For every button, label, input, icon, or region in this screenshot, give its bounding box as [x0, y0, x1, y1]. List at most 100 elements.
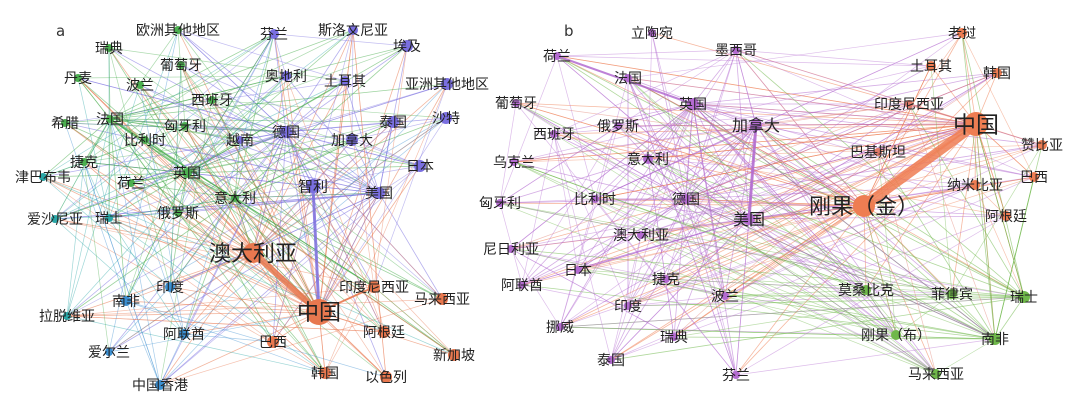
node-fenlan: [269, 29, 279, 39]
edge: [685, 72, 998, 200]
edge: [159, 298, 443, 386]
edge: [177, 172, 188, 214]
edge: [285, 75, 320, 313]
edge: [108, 47, 346, 82]
edge: [961, 32, 977, 125]
node-label-zhongguo: 中国: [297, 301, 341, 326]
node-label-agenting: 阿根廷: [363, 325, 405, 341]
edge: [513, 144, 1043, 163]
edge: [553, 133, 629, 307]
edge: [125, 125, 186, 302]
edge: [318, 192, 380, 313]
node-label-zhili: 智利: [298, 177, 328, 195]
edge: [285, 75, 380, 194]
edge: [610, 234, 642, 361]
edge: [521, 234, 642, 286]
edge: [312, 185, 443, 300]
node-ruishi: [105, 214, 113, 222]
node-label-jianada: 加拿大: [732, 116, 780, 135]
edge: [559, 296, 1025, 328]
edge: [373, 286, 385, 333]
node-label-deguo: 德国: [672, 192, 700, 208]
edge: [994, 296, 1025, 340]
node-label-danmai: 丹麦: [64, 71, 92, 87]
edge: [627, 295, 726, 307]
edge: [863, 205, 996, 340]
edge: [177, 212, 320, 313]
edge: [499, 102, 517, 204]
edge: [378, 192, 443, 300]
edge: [651, 32, 687, 200]
edge: [183, 311, 320, 335]
node-label-bolan: 波兰: [711, 289, 739, 305]
edge: [665, 49, 737, 280]
edge: [324, 83, 448, 374]
edge: [66, 131, 287, 317]
edge: [109, 118, 375, 288]
node-zhongguo: [306, 299, 332, 325]
node-label-nanfei: 南非: [981, 332, 1009, 348]
edge: [77, 77, 111, 120]
edge: [252, 131, 287, 254]
edge: [974, 184, 1007, 217]
node-label-namibia: 纳米比亚: [947, 178, 1003, 194]
edge: [66, 118, 111, 317]
node-label-aiji: 埃及: [393, 39, 421, 55]
edge: [647, 158, 996, 340]
node-bilishi: [591, 195, 599, 203]
node-label-xiongyali: 匈牙利: [164, 119, 206, 135]
edge: [748, 123, 977, 220]
edge: [627, 234, 642, 307]
node-yindu: [165, 282, 175, 292]
edge: [640, 198, 687, 236]
edge: [64, 122, 380, 194]
edge: [54, 218, 326, 374]
node-shate: [440, 112, 452, 124]
node-taiguo: [607, 356, 615, 364]
edge: [499, 124, 757, 204]
edge: [685, 72, 998, 200]
edge: [577, 198, 687, 271]
edge: [183, 333, 274, 343]
edge: [665, 278, 867, 291]
edge: [109, 118, 443, 300]
edge: [42, 33, 275, 178]
edge: [109, 118, 127, 302]
edge: [577, 184, 976, 271]
edge: [234, 197, 320, 313]
edge: [513, 65, 932, 163]
edge: [640, 103, 694, 236]
node-zhongguo: [964, 112, 988, 136]
node-namibia: [970, 180, 980, 190]
node-baxi: [1029, 172, 1039, 182]
edge: [692, 103, 976, 186]
edge: [994, 176, 1035, 340]
edge: [252, 29, 354, 254]
edge: [724, 289, 867, 297]
edge: [285, 131, 320, 313]
node-feilvbin: [947, 289, 957, 299]
edge: [553, 133, 612, 361]
panel-a-label: a: [56, 22, 65, 40]
node-faguo: [106, 115, 114, 123]
edge: [42, 125, 186, 178]
edge: [186, 75, 287, 174]
edge: [177, 212, 387, 378]
edge: [139, 84, 380, 194]
edge: [651, 32, 977, 125]
node-label-nanfei: 南非: [112, 294, 140, 310]
edge: [54, 172, 188, 220]
edge: [610, 218, 750, 361]
panel-b-nodes: 立陶宛老挝荷兰墨西哥土耳其法国韩国葡萄牙英国印度尼西亚加拿大中国西班牙俄罗斯赞比…: [479, 26, 1063, 384]
edge: [83, 161, 110, 353]
edge: [83, 161, 161, 386]
node-putaoya: [512, 99, 520, 107]
edge: [177, 29, 287, 133]
edge: [499, 202, 523, 286]
node-aodili: [281, 71, 291, 81]
edge: [553, 49, 737, 135]
edge: [285, 80, 346, 133]
edge: [685, 198, 937, 375]
edge: [184, 125, 254, 254]
node-eluosi: [174, 209, 182, 217]
